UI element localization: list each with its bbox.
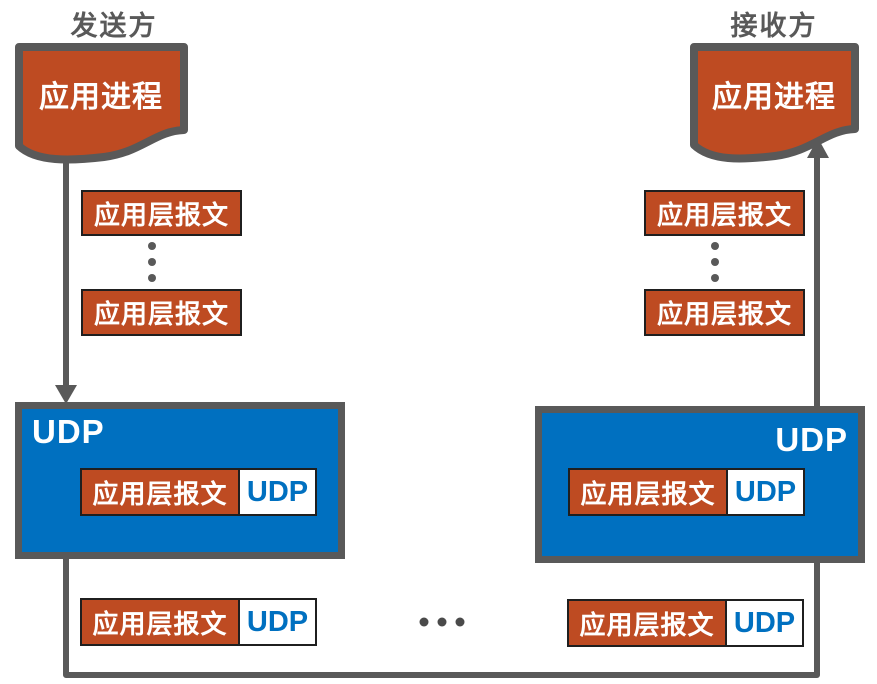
receiver-process-label: 应用进程 — [712, 81, 836, 114]
receiver-title: 接收方 — [730, 11, 818, 41]
sender-process-label: 应用进程 — [39, 81, 163, 114]
sender-message-box-1: 应用层报文 — [81, 190, 242, 236]
sender-udp-segment-header: UDP — [240, 468, 317, 516]
receiver-ellipsis-vertical-dots — [711, 242, 719, 282]
receiver-up-arrowhead — [807, 138, 829, 158]
receiver-message-box-1: 应用层报文 — [644, 190, 805, 236]
receiver-udp-segment: 应用层报文 UDP — [568, 468, 805, 516]
sender-udp-segment: 应用层报文 UDP — [80, 468, 317, 516]
sender-wire-segment: 应用层报文 UDP — [80, 598, 317, 646]
sender-down-arrowhead — [55, 385, 77, 404]
receiver-process-document-shape — [690, 43, 859, 163]
sender-wire-segment-payload: 应用层报文 — [80, 598, 240, 646]
receiver-udp-layer-label: UDP — [775, 421, 848, 458]
receiver-udp-segment-header: UDP — [728, 468, 805, 516]
receiver-wire-segment: 应用层报文 UDP — [567, 599, 804, 647]
receiver-wire-segment-payload: 应用层报文 — [567, 599, 727, 647]
sender-ellipsis-vertical-dots — [148, 242, 156, 282]
sender-udp-layer-label: UDP — [32, 413, 105, 450]
channel-ellipsis-horizontal-dots — [419, 617, 465, 627]
sender-wire-segment-header: UDP — [240, 598, 317, 646]
sender-message-box-2: 应用层报文 — [81, 289, 242, 336]
sender-process-document-shape — [15, 43, 188, 164]
receiver-message-box-2: 应用层报文 — [644, 289, 805, 336]
receiver-udp-segment-payload: 应用层报文 — [568, 468, 728, 516]
sender-title: 发送方 — [70, 11, 158, 41]
sender-udp-segment-payload: 应用层报文 — [80, 468, 240, 516]
receiver-wire-segment-header: UDP — [727, 599, 804, 647]
